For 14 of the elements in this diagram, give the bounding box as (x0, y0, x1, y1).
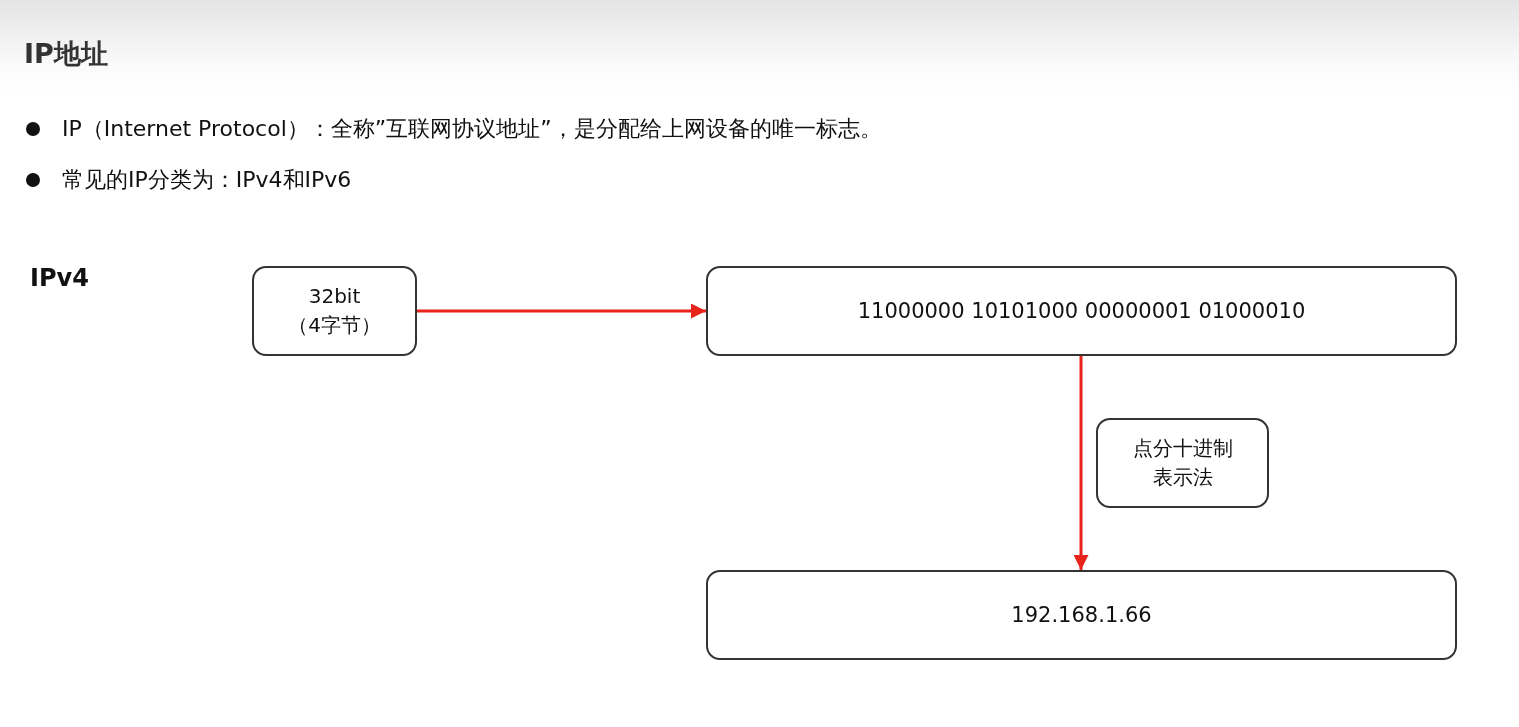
rounded-box (706, 266, 1457, 356)
section-label: IPv4 (30, 264, 89, 292)
box-text: 32bit （4字节） (287, 283, 382, 339)
rounded-box (706, 570, 1457, 660)
box-text: 11000000 10101000 00000001 01000010 (857, 297, 1306, 325)
box-text: 192.168.1.66 (1011, 601, 1152, 629)
arrow (417, 303, 706, 319)
arrow (1073, 356, 1089, 570)
bullet-text: IP（Internet Protocol）：全称”互联网协议地址”，是分配给上网设备的唯一标志。 (62, 115, 882, 143)
rounded-box (1096, 418, 1269, 508)
box-text: 点分十进制表示法 (1131, 435, 1234, 491)
bullet-text: 常见的IP分类为：IPv4和IPv6 (62, 166, 352, 194)
rounded-box (252, 266, 417, 356)
slide-title: IP地址 (24, 37, 108, 71)
